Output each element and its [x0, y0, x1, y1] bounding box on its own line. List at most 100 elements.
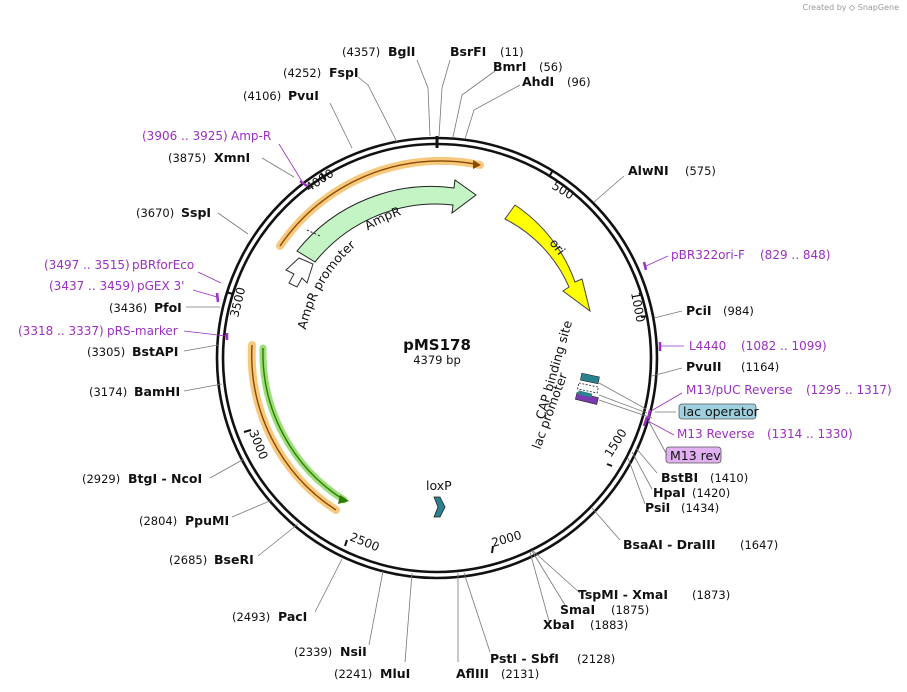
site-position: (1410) [710, 471, 748, 485]
site-position: (4357) [342, 45, 380, 59]
restriction-site-ahdi[interactable]: AhdI (96) [464, 74, 591, 140]
tick-label: 1500 [602, 426, 630, 459]
cap-binding-site-box [580, 372, 600, 385]
plasmid-name: pMS178 [403, 336, 471, 354]
primer-amp-r[interactable]: (3906 .. 3925) Amp-R [142, 129, 308, 188]
primer-range: (3318 .. 3337) [18, 324, 104, 338]
restriction-site-pvui[interactable]: (4106) PvuI [243, 88, 353, 149]
primer-name: M13/pUC Reverse [686, 383, 793, 397]
primer-range: (1295 .. 1317) [806, 383, 892, 397]
primer-name: pRS-marker [107, 324, 178, 338]
site-position: (2929) [82, 472, 120, 486]
lac-promoter-dashed-box [577, 382, 599, 394]
primer-range: (1314 .. 1330) [767, 427, 853, 441]
site-name: PfoI [154, 300, 182, 315]
restriction-site-ppumi[interactable]: (2804) PpuMI [139, 499, 273, 528]
primer-name: pGEX 3' [137, 279, 184, 293]
restriction-site-bstapi[interactable]: (3305) BstAPI [87, 344, 219, 359]
tick-label: 1000 [628, 291, 648, 324]
restriction-site-bmri[interactable]: BmrI (56) [452, 59, 563, 138]
lac-leader-2 [598, 394, 648, 414]
site-name: AhdI [522, 74, 554, 89]
restriction-site-btgi-ncoi[interactable]: (2929) BtgI - NcoI [82, 458, 245, 486]
tick-label: 500 [549, 179, 576, 203]
restriction-site-bsrfi[interactable]: BsrFI (11) [438, 44, 524, 137]
site-position: (2131) [501, 667, 539, 681]
primer-range: (3906 .. 3925) [142, 129, 228, 143]
primer-range: (3437 .. 3459) [49, 279, 135, 293]
site-position: (3174) [89, 385, 127, 399]
restriction-site-paci[interactable]: (2493) PacI [232, 558, 343, 624]
primer-range: (829 .. 848) [760, 248, 830, 262]
lac-leader-3 [598, 399, 653, 419]
site-position: (1420) [692, 486, 730, 500]
restriction-site-bstbi[interactable]: BstBI (1410) [635, 447, 748, 485]
primer-range: (1082 .. 1099) [741, 339, 827, 353]
m13-rev-label: M13 rev [670, 448, 721, 463]
restriction-site-bseri[interactable]: (2685) BseRI [169, 523, 299, 567]
primer-prs-marker[interactable]: (3318 .. 3337) pRS-marker [18, 324, 229, 340]
restriction-site-fspi[interactable]: (4252) FspI [283, 65, 398, 143]
restriction-site-bsaai-draiii[interactable]: BsaAI - DraIII (1647) [591, 507, 778, 552]
primer-name: pBRforEco [132, 258, 194, 272]
site-position: (11) [500, 45, 524, 59]
orange-band-left-line [251, 344, 337, 511]
restriction-site-bamhi[interactable]: (3174) BamHI [89, 383, 223, 399]
restriction-site-psii[interactable]: PsiI (1434) [627, 457, 719, 515]
restriction-site-xbai[interactable]: XbaI (1883) [529, 551, 628, 632]
site-name: BglI [388, 44, 415, 59]
primer-name: M13 Reverse [677, 427, 755, 441]
primer-name: pBR322ori-F [671, 248, 745, 262]
restriction-site-xmni[interactable]: (3875) XmnI [168, 150, 295, 178]
site-name: PstI - SbfI [490, 651, 559, 666]
restriction-site-alwni[interactable]: AlwNI (575) [593, 163, 716, 203]
primer-name: L4440 [689, 339, 726, 353]
restriction-site-psti-sbfi[interactable]: PstI - SbfI (2128) [463, 572, 615, 666]
m13-rev-box [665, 446, 722, 464]
restriction-site-tspmi-xmai[interactable]: TspMI - XmaI (1873) [531, 549, 730, 602]
restriction-site-pfoi[interactable]: (3436) PfoI [109, 300, 220, 315]
site-name: PsiI [645, 500, 670, 515]
primer-l4440[interactable]: L4440 (1082 .. 1099) [658, 339, 827, 353]
restriction-site-smai[interactable]: SmaI (1875) [531, 550, 649, 617]
primer-pbr322ori-f[interactable]: pBR322ori-F (829 .. 848) [642, 248, 830, 271]
site-name: PvuII [686, 359, 722, 374]
site-name: XmnI [214, 150, 250, 165]
site-position: (3875) [168, 151, 206, 165]
primer-pgex-3[interactable]: (3437 .. 3459) pGEX 3' [49, 279, 220, 303]
orange-band-top-line [279, 160, 476, 247]
restriction-site-nsii[interactable]: (2339) NsiI [294, 570, 384, 659]
restriction-site-pcii[interactable]: PciI (984) [653, 303, 754, 319]
primer-pbrforeco[interactable]: (3497 .. 3515) pBRforEco [44, 258, 222, 284]
site-position: (3670) [136, 206, 174, 220]
restriction-site-bgli[interactable]: (4357) BglI [342, 44, 431, 137]
site-position: (2804) [139, 514, 177, 528]
tick-label: 3500 [227, 286, 248, 319]
site-position: (1647) [740, 538, 778, 552]
ampr-feature-arrow [296, 179, 477, 263]
site-name: PvuI [288, 88, 319, 103]
primer-m13-puc-reverse[interactable]: M13/pUC Reverse (1295 .. 1317) [646, 383, 892, 420]
tick-2500: 2500 [344, 530, 381, 554]
plasmid-size: 4379 bp [413, 353, 461, 367]
restriction-site-hpai[interactable]: HpaI (1420) [631, 451, 730, 500]
lac-operator-label: lac operator [683, 404, 760, 419]
primer-m13-reverse[interactable]: M13 Reverse (1314 .. 1330) [642, 416, 853, 441]
restriction-site-mlui[interactable]: (2241) MluI [334, 572, 413, 681]
site-position: (575) [685, 164, 716, 178]
restriction-site-pvuii[interactable]: PvuII (1164) [651, 359, 779, 377]
site-name: PpuMI [185, 513, 229, 528]
restriction-site-aflii[interactable]: AflIII (2131) [456, 573, 539, 681]
restriction-site-sspi[interactable]: (3670) SspI [136, 205, 249, 235]
site-name: HpaI [653, 485, 686, 500]
primer-range: (3497 .. 3515) [44, 258, 130, 272]
site-name: AlwNI [628, 163, 669, 178]
site-name: BsrFI [450, 44, 486, 59]
loxp-feature-arrow [433, 496, 446, 518]
site-position: (2339) [294, 645, 332, 659]
site-name: BseRI [214, 552, 254, 567]
primer-name: Amp-R [231, 129, 271, 143]
site-position: (4252) [283, 66, 321, 80]
m13-rev-leader [647, 419, 668, 456]
